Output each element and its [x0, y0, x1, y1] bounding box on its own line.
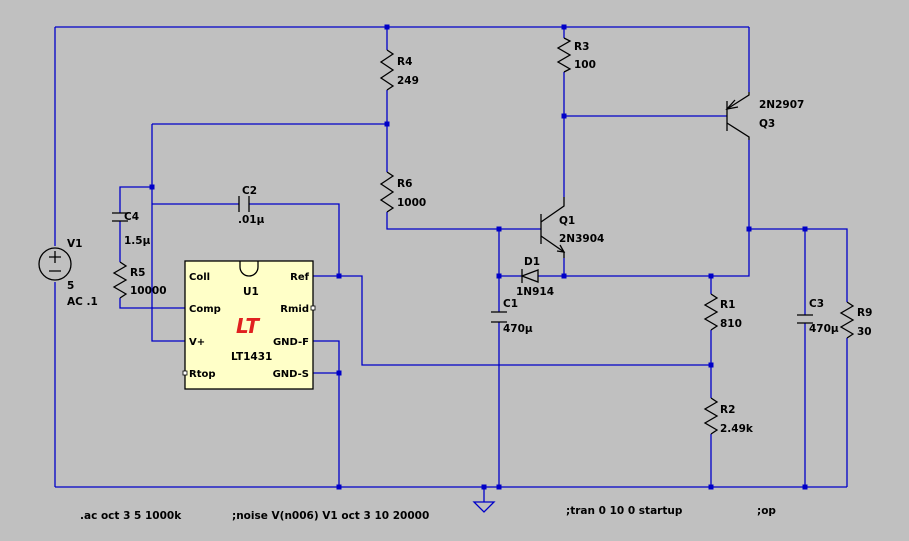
u1-ref: U1 [243, 286, 259, 298]
r3-value: 100 [574, 59, 596, 71]
resistor-r6[interactable]: R6 1000 [379, 171, 426, 213]
c3-ref: C3 [809, 298, 824, 310]
q1-value: 2N3904 [559, 233, 604, 245]
c2-value: .01µ [238, 214, 265, 226]
pin-rmid: Rmid [280, 304, 309, 315]
pin-vplus: V+ [189, 337, 205, 348]
resistor-r4[interactable]: R4 249 [379, 49, 419, 91]
capacitor-c1[interactable]: C1 470µ [491, 298, 533, 335]
r9-value: 30 [857, 326, 872, 338]
v1-ac-value: AC .1 [67, 296, 98, 308]
resistor-r1[interactable]: R1 810 [703, 293, 742, 331]
capacitor-c2[interactable]: C2 .01µ [238, 185, 265, 226]
pin-coll: Coll [189, 272, 210, 283]
resistor-r5[interactable]: R5 10000 [112, 261, 167, 299]
ic-u1-lt1431[interactable]: Coll Comp V+ Rtop Ref Rmid GND-F GND-S U… [182, 260, 316, 390]
v1-value: 5 [67, 280, 74, 292]
c3-value: 470µ [809, 323, 839, 335]
junctions [149, 24, 808, 490]
transistor-q3[interactable]: 2N2907 Q3 [725, 92, 804, 140]
r1-value: 810 [720, 318, 742, 330]
directive-noise[interactable]: ;noise V(n006) V1 oct 3 10 20000 [232, 510, 429, 522]
c1-value: 470µ [503, 323, 533, 335]
v1-ref: V1 [67, 238, 82, 250]
r2-value: 2.49k [720, 423, 754, 435]
ground-icon [472, 501, 496, 513]
transistor-q1[interactable]: Q1 2N3904 [540, 197, 604, 258]
directive-op[interactable]: ;op [757, 505, 776, 517]
q3-value: 2N2907 [759, 99, 804, 111]
pin-rmid-marker [310, 305, 316, 311]
resistor-r9[interactable]: R9 30 [839, 301, 872, 339]
pin-comp: Comp [189, 304, 221, 315]
r3-ref: R3 [574, 41, 589, 53]
pin-gndf: GND-F [273, 337, 309, 348]
c2-ref: C2 [242, 185, 257, 197]
r6-value: 1000 [397, 197, 426, 209]
q3-ref: Q3 [759, 118, 775, 130]
directive-ac[interactable]: .ac oct 3 5 1000k [80, 510, 182, 522]
r2-ref: R2 [720, 404, 735, 416]
linear-tech-logo: LT [236, 314, 260, 338]
diode-d1[interactable]: D1 1N914 [516, 256, 554, 298]
voltage-source-v1[interactable]: V1 5 AC .1 [38, 238, 98, 308]
r4-ref: R4 [397, 56, 412, 68]
r5-ref: R5 [130, 267, 145, 279]
pin-rtop-marker [182, 370, 188, 376]
spice-directives: .ac oct 3 5 1000k ;noise V(n006) V1 oct … [80, 505, 776, 522]
r9-ref: R9 [857, 307, 872, 319]
resistor-r3[interactable]: R3 100 [556, 37, 596, 73]
c4-ref: C4 [124, 211, 139, 223]
r4-value: 249 [397, 75, 419, 87]
wires [54, 26, 848, 502]
c4-value: 1.5µ [124, 235, 151, 247]
r1-ref: R1 [720, 299, 735, 311]
r5-value: 10000 [130, 285, 167, 297]
pin-ref: Ref [290, 272, 309, 283]
d1-value: 1N914 [516, 286, 554, 298]
q1-ref: Q1 [559, 215, 575, 227]
c1-ref: C1 [503, 298, 518, 310]
pin-gnds: GND-S [273, 369, 309, 380]
capacitor-c4[interactable]: C4 1.5µ [112, 211, 151, 247]
u1-part: LT1431 [231, 351, 272, 363]
capacitor-c3[interactable]: C3 470µ [797, 298, 839, 335]
d1-ref: D1 [524, 256, 540, 268]
resistor-r2[interactable]: R2 2.49k [703, 397, 754, 435]
pin-rtop: Rtop [189, 369, 216, 380]
directive-tran[interactable]: ;tran 0 10 0 startup [566, 505, 683, 517]
r6-ref: R6 [397, 178, 412, 190]
